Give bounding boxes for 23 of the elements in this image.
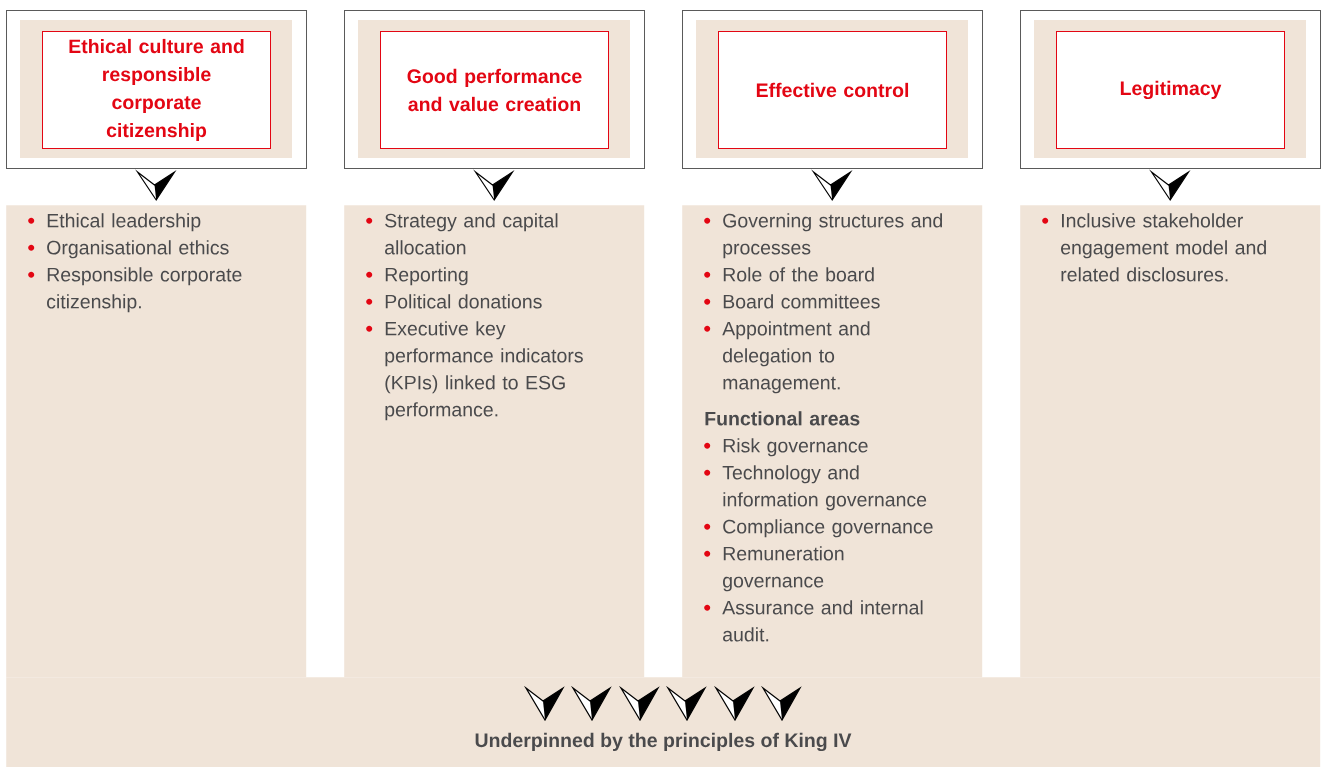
title-box: Legitimacy: [1056, 31, 1285, 149]
bullet-item: Ethical leadership: [28, 213, 201, 232]
bullet-item: Appointment and delegation to management.: [704, 321, 870, 394]
bullet-item: Role of the board: [704, 267, 874, 282]
title-box: Effective control: [718, 31, 947, 149]
bullet-item: Compliance governance: [704, 519, 933, 538]
bullet-item: Assurance and internal audit.: [704, 600, 923, 642]
bullet-item: Political donations: [366, 294, 542, 309]
bullet-item: Board committees: [704, 294, 880, 309]
bullet-item: Risk governance: [704, 438, 868, 457]
title-box: Ethical culture and responsible corporate citizenship: [42, 31, 271, 149]
bullet-item: Reporting: [366, 267, 468, 286]
section-heading: Functional areas: [705, 411, 860, 426]
bullet-item: Governing structures and processes: [704, 213, 942, 259]
bullet-item: Organisational ethics: [28, 240, 229, 259]
title-box: Good performance and value creation: [380, 31, 609, 149]
bullet-item: Inclusive stakeholder engagement model and related disclosures.: [1042, 213, 1266, 282]
band-caption: Underpinned by the principles of King IV: [475, 732, 852, 752]
bullet-item: Responsible corporate citizenship.: [28, 267, 242, 313]
bullet-item: Strategy and capital allocation: [366, 213, 558, 255]
bullet-item: Executive key performance indicators (KPIs) linked to ESG performance.: [366, 321, 583, 421]
bullet-item: Technology and information governance: [704, 465, 927, 511]
bullet-item: Remuneration governance: [704, 546, 844, 592]
